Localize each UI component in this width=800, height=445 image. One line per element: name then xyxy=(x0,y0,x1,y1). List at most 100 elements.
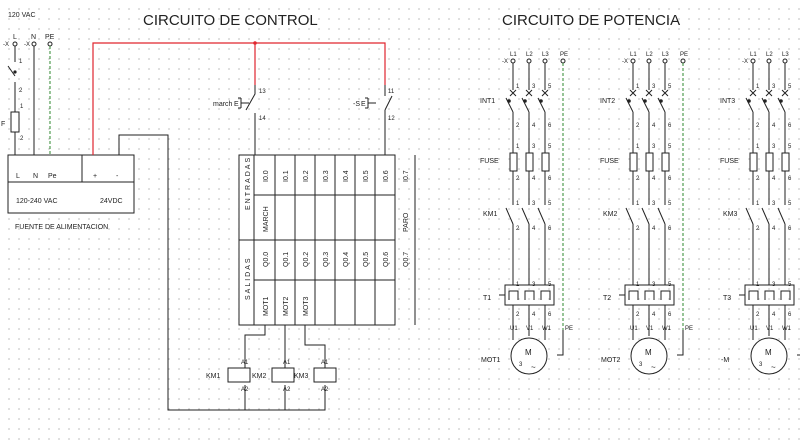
plc-inputs-title: ENTRADAS xyxy=(245,156,252,210)
plc-output-address: Q0.2 xyxy=(303,252,310,267)
stop-pin-top: 11 xyxy=(388,89,395,95)
pushbutton-actuator-icon xyxy=(238,97,249,109)
terminal-pe xyxy=(47,41,53,47)
supply-line-pe: PE xyxy=(45,34,55,41)
overload-pin-bottom: 2 xyxy=(756,312,760,318)
start-pushbutton: march E 13 14 xyxy=(213,85,266,155)
fuse-pin-top: 1 xyxy=(516,144,520,150)
coil-body xyxy=(271,367,295,383)
plc-input-address: I0.3 xyxy=(323,170,330,182)
breaker-trip-icon xyxy=(661,89,669,97)
breaker-contact xyxy=(745,97,754,113)
plc-outputs-title: SALIDAS xyxy=(245,256,252,300)
phase-label: L2 xyxy=(646,52,653,58)
plus-24v-wire xyxy=(92,42,386,155)
breaker-pivot-icon xyxy=(523,99,527,103)
motor-label: MOT2 xyxy=(601,357,621,364)
stop-actuator-icon xyxy=(365,97,376,109)
phase-terminal xyxy=(646,58,652,64)
breaker-contact xyxy=(537,97,546,113)
start-contact xyxy=(245,85,256,155)
stop-button-label: -S xyxy=(353,101,360,108)
plc-output-address: Q0.5 xyxy=(363,252,370,267)
minus-common-wire xyxy=(118,134,326,411)
line-l-wire xyxy=(7,46,16,155)
breaker-label: INT1 xyxy=(480,98,495,105)
breaker-pin-bottom: 6 xyxy=(668,123,672,129)
overload-pin-bottom: 4 xyxy=(652,312,656,318)
contactor-pin-top: 1 xyxy=(756,201,760,207)
contactor-pin-bottom: 4 xyxy=(772,226,776,232)
phase-terminal xyxy=(510,58,516,64)
motor-leads xyxy=(512,328,546,340)
plc-dividers xyxy=(239,155,395,325)
stop-pushbutton: -S E 11 12 xyxy=(353,85,395,155)
phase-fuse xyxy=(765,152,774,172)
contactor-contact xyxy=(625,207,634,225)
thermal-element xyxy=(540,290,551,300)
coil-a1: A1 xyxy=(283,360,291,366)
plc-output-tag: MOT2 xyxy=(283,296,290,316)
contactor-pin-top: 3 xyxy=(652,201,656,207)
fuse-pin-bottom: 2 xyxy=(756,176,760,182)
pe-terminal xyxy=(680,58,686,64)
overload-pin-bottom: 6 xyxy=(668,312,672,318)
overload-pin-bottom: 6 xyxy=(788,312,792,318)
breaker-pin-top: 1 xyxy=(516,84,520,90)
overload-pin-bottom: 2 xyxy=(636,312,640,318)
phase-fuse xyxy=(645,152,654,172)
plc-input-address: I0.2 xyxy=(303,170,310,182)
motor-earth-lead xyxy=(677,330,684,356)
contactor-contact xyxy=(745,207,754,225)
phase-label: L1 xyxy=(510,52,517,58)
terminal-prefix-n: -X xyxy=(24,42,30,48)
breaker-pivot-icon xyxy=(747,99,751,103)
breaker-pivot-icon xyxy=(659,99,663,103)
overload-pin-bottom: 2 xyxy=(516,312,520,318)
breaker-pin-top: 3 xyxy=(532,84,536,90)
phase-terminal xyxy=(662,58,668,64)
breaker-contact xyxy=(521,97,530,113)
breaker-contact xyxy=(761,97,770,113)
breaker-pivot-icon xyxy=(643,99,647,103)
psu-caption: FUENTE DE ALIMENTACION xyxy=(15,224,108,231)
motor-terminal-label: W1 xyxy=(542,326,552,332)
phase-terminal xyxy=(542,58,548,64)
phase-label: L1 xyxy=(750,52,757,58)
fuse-pin-bottom: 2 xyxy=(636,176,640,182)
motor-terminal-label: V1 xyxy=(646,326,654,332)
fuse-pin-bottom: 4 xyxy=(532,176,536,182)
contactor-contact xyxy=(761,207,770,225)
coil-body xyxy=(313,367,337,383)
stop-button-prefix: E xyxy=(361,101,366,108)
contactor-pin-top: 3 xyxy=(532,201,536,207)
motor-earth-lead xyxy=(797,354,800,356)
coil-tag-km2: KM2 xyxy=(252,373,267,380)
breaker-contact xyxy=(505,97,514,113)
motor-terminal-label: U1 xyxy=(510,326,518,332)
contactor-contact xyxy=(657,207,666,225)
contactor-contact xyxy=(505,207,514,225)
motor-terminal-label: V1 xyxy=(766,326,774,332)
coil-km2: A1 A2 KM3 xyxy=(271,360,309,393)
phase-fuse xyxy=(781,152,790,172)
contactor-pin-top: 5 xyxy=(668,201,672,207)
contactor-contact xyxy=(521,207,530,225)
fuse-pin-top: 1 xyxy=(756,144,760,150)
contactor-pin-bottom: 2 xyxy=(516,226,520,232)
plc-input-address: I0.4 xyxy=(343,170,350,182)
fuse-pin-bottom: 6 xyxy=(548,176,552,182)
thermal-element xyxy=(764,290,775,300)
phase-terminal xyxy=(750,58,756,64)
breaker-pin-top: 5 xyxy=(788,84,792,90)
coil-a1: A1 xyxy=(321,360,329,366)
thermal-element xyxy=(780,290,791,300)
motor-icon xyxy=(750,337,788,375)
phase-fuse xyxy=(661,152,670,172)
switch-pivot-icon xyxy=(13,70,17,74)
fuse-pin-bottom: 6 xyxy=(668,176,672,182)
breaker-pivot-icon xyxy=(627,99,631,103)
phase-label: L2 xyxy=(766,52,773,58)
phase-terminal xyxy=(782,58,788,64)
